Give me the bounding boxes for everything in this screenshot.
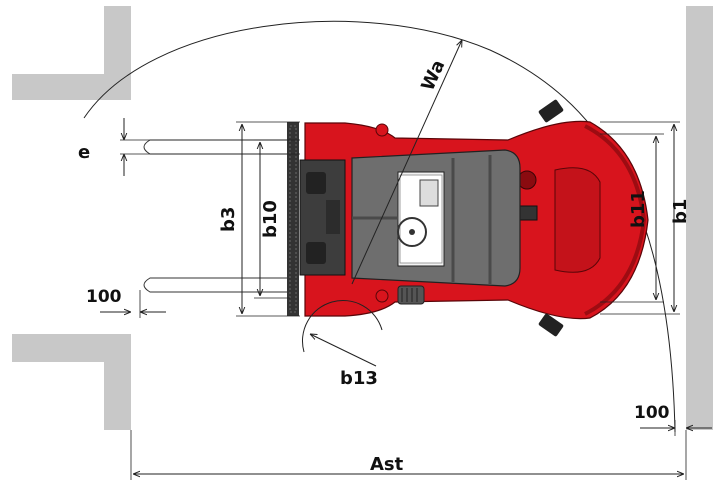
fork-lower: [143, 277, 297, 293]
rear-wheel-upper: [538, 99, 564, 123]
fork-upper: [143, 139, 297, 155]
steering-wheel: [397, 217, 427, 247]
label-clearance-right: 100: [634, 403, 670, 423]
b10-dimension: [254, 139, 290, 299]
clearance-right-dimension: [640, 420, 712, 436]
wa-dimension: [351, 40, 462, 285]
wall-top-left-horizontal: [12, 74, 131, 100]
b1-dimension: [600, 121, 680, 315]
label-b13: b13: [340, 368, 378, 389]
label-b10: b10: [260, 200, 281, 238]
counterweight-rim: [584, 124, 647, 316]
label-ast: Ast: [370, 454, 404, 475]
forklift-truck: [287, 99, 649, 337]
mirror-lower: [375, 289, 389, 303]
front-wheel: [397, 285, 425, 305]
label-e: e: [78, 142, 90, 163]
label-clearance-left: 100: [86, 287, 122, 307]
fork-carriage: [287, 122, 299, 316]
ast-dimension: [130, 430, 687, 480]
counterweight-pad: [554, 167, 601, 273]
walls: [12, 6, 713, 430]
turning-radius-arc: [83, 20, 676, 433]
b3-dimension: [236, 121, 300, 317]
label-wa: Wa: [417, 57, 449, 94]
wall-bottom-left-horizontal: [12, 334, 131, 362]
label-b3: b3: [218, 207, 239, 232]
tow-pin: [517, 170, 537, 190]
b13-dimension: [301, 299, 383, 367]
b11-dimension: [600, 133, 664, 303]
seat: [419, 179, 439, 207]
mirror-upper: [375, 123, 389, 137]
wall-right: [686, 6, 713, 430]
label-b11: b11: [628, 190, 649, 228]
rear-wheel-lower: [538, 313, 564, 337]
clearance-left-dimension: [100, 290, 166, 318]
label-b1: b1: [670, 199, 691, 224]
